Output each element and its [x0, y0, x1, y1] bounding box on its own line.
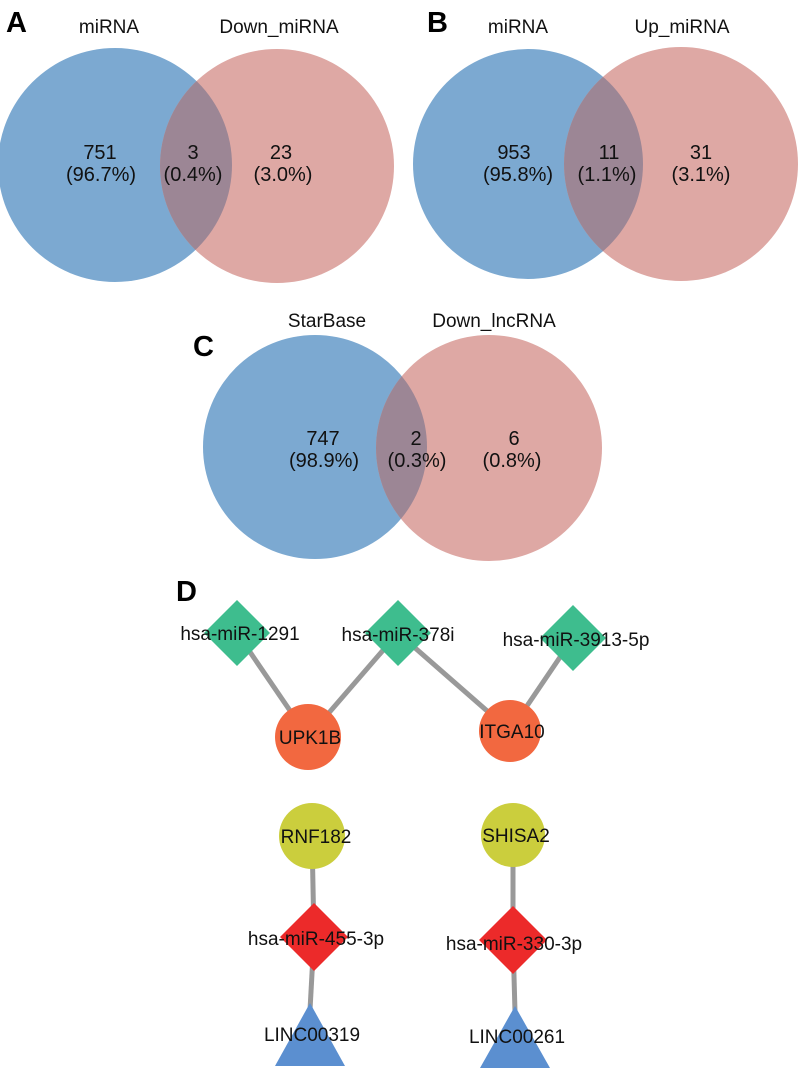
label-hsa-mir-455-3p: hsa-miR-455-3p — [248, 929, 384, 950]
label-linc00319: LINC00319 — [264, 1025, 360, 1046]
label-linc00261: LINC00261 — [469, 1027, 565, 1048]
venn-b-set1-label: miRNA — [488, 17, 548, 38]
node-rnf182-circle — [279, 803, 345, 869]
venn-c-left-count: 747 — [306, 428, 339, 450]
panel-a-letter: A — [6, 7, 27, 39]
label-hsa-mir-1291: hsa-miR-1291 — [180, 624, 299, 645]
venn-b-left-count: 953 — [497, 142, 530, 164]
venn-c-mid-pct: (0.3%) — [388, 450, 447, 472]
venn-a-left-count: 751 — [83, 142, 116, 164]
label-hsa-mir-3913-5p: hsa-miR-3913-5p — [503, 630, 650, 651]
node-hsa-mir-455-3p-diamond — [280, 903, 348, 971]
venn-a-set2-label: Down_miRNA — [219, 17, 339, 38]
node-upk1b-circle — [275, 704, 341, 770]
panel-b-letter: B — [427, 7, 448, 39]
panel-d-letter: D — [176, 576, 197, 608]
venn-a-mid-count: 3 — [187, 142, 198, 164]
label-itga10: ITGA10 — [479, 722, 544, 743]
node-hsa-mir-3913-5p-diamond — [540, 605, 606, 671]
venn-a-right-circle — [160, 49, 394, 283]
venn-b-set2-label: Up_miRNA — [634, 17, 729, 38]
label-hsa-mir-330-3p: hsa-miR-330-3p — [446, 934, 582, 955]
label-upk1b: UPK1B — [279, 728, 341, 749]
node-shisa2-circle — [481, 803, 545, 867]
venn-b-overlap — [564, 49, 643, 279]
venn-a-right-count: 23 — [270, 142, 292, 164]
venn-c-mid-count: 2 — [410, 428, 421, 450]
venn-b-right-pct: (3.1%) — [672, 164, 731, 186]
venn-a-mid-pct: (0.4%) — [164, 164, 223, 186]
label-hsa-mir-378i: hsa-miR-378i — [342, 625, 455, 646]
venn-panel-c: C StarBase Down_lncRNA 747 (98.9%) 2 (0.… — [193, 311, 602, 561]
network-panel-d: D hsa-miR-1291 hsa-miR-378i hsa-miR-3913… — [176, 576, 649, 1068]
venn-a-left-circle — [0, 48, 232, 282]
venn-c-left-circle — [203, 335, 427, 559]
venn-c-right-count: 6 — [508, 428, 519, 450]
venn-c-set1-label: StarBase — [288, 311, 366, 332]
venn-c-left-pct: (98.9%) — [289, 450, 359, 472]
panel-c-letter: C — [193, 331, 214, 363]
venn-c-set2-label: Down_lncRNA — [432, 311, 556, 332]
venn-panel-a: A miRNA Down_miRNA 751 (96.7%) 3 (0.4%) … — [0, 7, 394, 283]
venn-a-right-pct: (3.0%) — [254, 164, 313, 186]
node-linc00319-triangle — [275, 1003, 345, 1066]
venn-b-mid-pct: (1.1%) — [578, 164, 637, 186]
venn-c-right-circle — [376, 335, 602, 561]
node-itga10-circle — [479, 700, 541, 762]
node-hsa-mir-378i-diamond — [365, 600, 431, 666]
venn-panel-b: B miRNA Up_miRNA 953 (95.8%) 11 (1.1%) 3… — [413, 7, 798, 281]
node-hsa-mir-1291-diamond — [204, 600, 270, 666]
label-shisa2: SHISA2 — [482, 826, 550, 847]
node-linc00261-triangle — [480, 1006, 550, 1068]
venn-c-right-pct: (0.8%) — [483, 450, 542, 472]
venn-a-set1-label: miRNA — [79, 17, 139, 38]
venn-a-left-pct: (96.7%) — [66, 164, 136, 186]
venn-b-left-pct: (95.8%) — [483, 164, 553, 186]
label-rnf182: RNF182 — [281, 827, 352, 848]
node-hsa-mir-330-3p-diamond — [479, 906, 547, 974]
venn-b-mid-count: 11 — [599, 142, 620, 164]
venn-b-right-count: 31 — [690, 142, 712, 164]
